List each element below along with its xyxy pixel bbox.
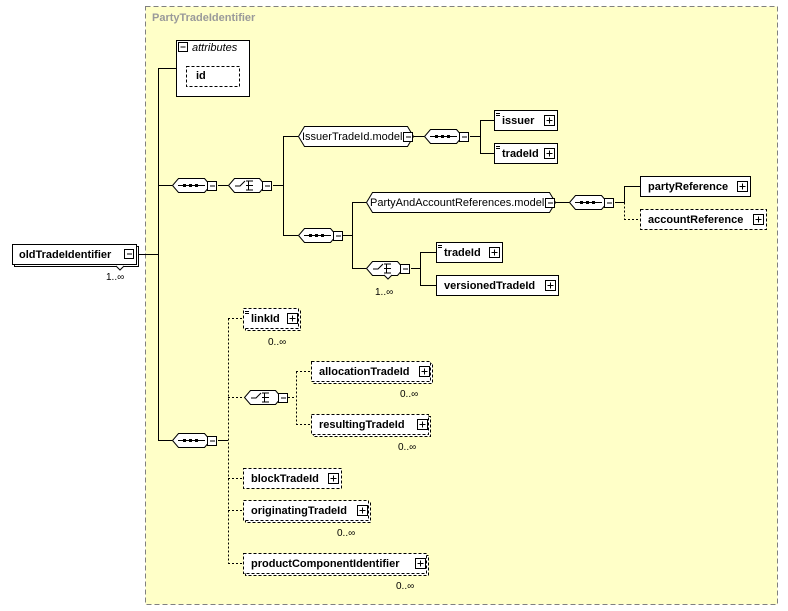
attributes-label: attributes <box>192 42 238 54</box>
issuer-model-box <box>297 126 415 147</box>
party-model-label[interactable]: PartyAndAccountReferences.model <box>370 197 545 209</box>
element-link-id[interactable]: linkId <box>251 313 280 325</box>
attribute-id: id <box>196 70 206 82</box>
product-component-occurs: 0..∞ <box>396 581 415 592</box>
container-title: PartyTradeIdentifier <box>152 12 256 24</box>
root-occurs: 1..∞ <box>106 272 125 283</box>
root-element-box <box>12 244 139 267</box>
choice-icon <box>227 178 272 193</box>
party-model-box <box>365 192 557 213</box>
issuer-model-label[interactable]: IssuerTradeId.model <box>302 131 403 143</box>
dashed-connectors <box>228 202 640 564</box>
element-boxes-optional <box>243 209 767 576</box>
element-issuer[interactable]: issuer <box>502 115 535 127</box>
element-product-component-identifier[interactable]: productComponentIdentifier <box>251 558 400 570</box>
sequence-icon <box>171 178 217 193</box>
choice-occurs: 1..∞ <box>375 287 394 298</box>
choice-icon <box>243 390 288 405</box>
root-element-label[interactable]: oldTradeIdentifier <box>19 249 112 261</box>
sequence-icon <box>297 228 343 243</box>
sequence-icon <box>568 195 614 210</box>
occurrence-carets <box>115 265 393 280</box>
element-originating-trade-id[interactable]: originatingTradeId <box>251 505 347 517</box>
sequence-icon <box>423 129 469 144</box>
link-id-occurs: 0..∞ <box>268 337 287 348</box>
element-account-reference[interactable]: accountReference <box>648 214 744 226</box>
element-allocation-trade-id[interactable]: allocationTradeId <box>319 366 410 378</box>
sequence-icon <box>171 433 217 448</box>
element-versioned-trade-id[interactable]: versionedTradeId <box>444 280 536 292</box>
element-party-reference[interactable]: partyReference <box>648 181 729 193</box>
solid-connectors <box>138 68 640 441</box>
originating-occurs: 0..∞ <box>337 528 356 539</box>
element-boxes-solid <box>436 110 751 296</box>
attributes-box <box>176 40 250 97</box>
resulting-occurs: 0..∞ <box>398 442 417 453</box>
allocation-occurs: 0..∞ <box>400 389 419 400</box>
expand-icons[interactable] <box>287 115 764 569</box>
element-tradeid-1[interactable]: tradeId <box>502 148 539 160</box>
element-tradeid-2[interactable]: tradeId <box>444 247 481 259</box>
element-block-trade-id[interactable]: blockTradeId <box>251 473 319 485</box>
annotation-markers <box>245 113 500 314</box>
element-resulting-trade-id[interactable]: resultingTradeId <box>319 419 405 431</box>
choice-icon <box>365 261 410 276</box>
